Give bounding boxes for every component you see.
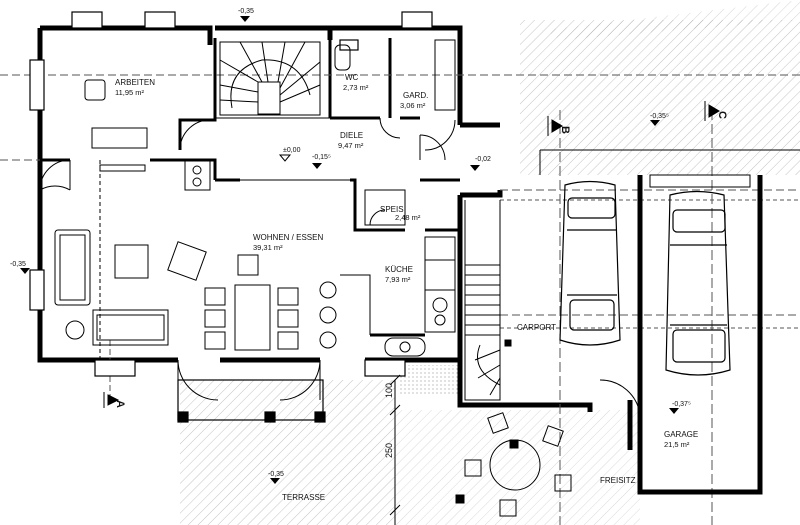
axis-label-a: A [114,400,126,408]
room-area-gard: 3,06 m² [400,101,426,110]
level-garage: -0,37⁵ [672,401,691,408]
room-label-garage: GARAGE [664,430,698,439]
room-label-carport: CARPORT [517,323,556,332]
room-label-wohnen: WOHNEN / ESSEN [253,233,323,242]
patio-table [464,412,572,517]
room-area-garage: 21,5 m² [664,440,690,449]
garage-walls [627,175,763,495]
level-carport-right: -0,35⁵ [650,113,669,120]
room-area-arbeiten: 11,95 m² [115,88,145,97]
level-diele-minus: -0,15⁵ [312,154,331,161]
side-staircase [464,264,512,401]
interior-walls [40,38,460,337]
windows [29,11,433,423]
level-diele-zero: ±0,00 [283,147,301,154]
level-left: -0,35 [10,261,26,268]
room-label-wc: WC [345,73,359,82]
dimension-line [389,374,401,525]
room-area-diele: 9,47 m² [338,141,364,150]
furniture [54,39,456,357]
car-garage [665,190,731,376]
level-markers [20,16,679,484]
staircase [219,41,321,116]
axis-markers [103,101,720,408]
room-area-kueche: 7,93 m² [385,275,411,284]
thin-lines [0,74,800,525]
level-top: -0,35 [238,8,254,15]
room-label-diele: DIELE [340,131,363,140]
level-terrasse: -0,35 [268,471,284,478]
level-entry: -0,02 [475,156,491,163]
car-carport [559,180,621,346]
room-area-wc: 2,73 m² [343,83,369,92]
room-area-speis: 2,48 m² [395,213,421,222]
axis-label-c: C [716,111,728,119]
paving-hatch [180,0,800,525]
room-label-freisitz: FREISITZ [600,476,636,485]
room-label-terrasse: TERRASSE [282,493,325,502]
axis-label-b: B [559,126,571,134]
dimension-100: 100 [384,383,394,398]
room-label-kueche: KÜCHE [385,265,413,274]
dimension-250: 250 [384,443,394,458]
room-label-gard: GARD. [403,91,428,100]
room-label-arbeiten: ARBEITEN [115,78,155,87]
room-area-wohnen: 39,31 m² [253,243,283,252]
room-label-speis: SPEIS [380,205,404,214]
